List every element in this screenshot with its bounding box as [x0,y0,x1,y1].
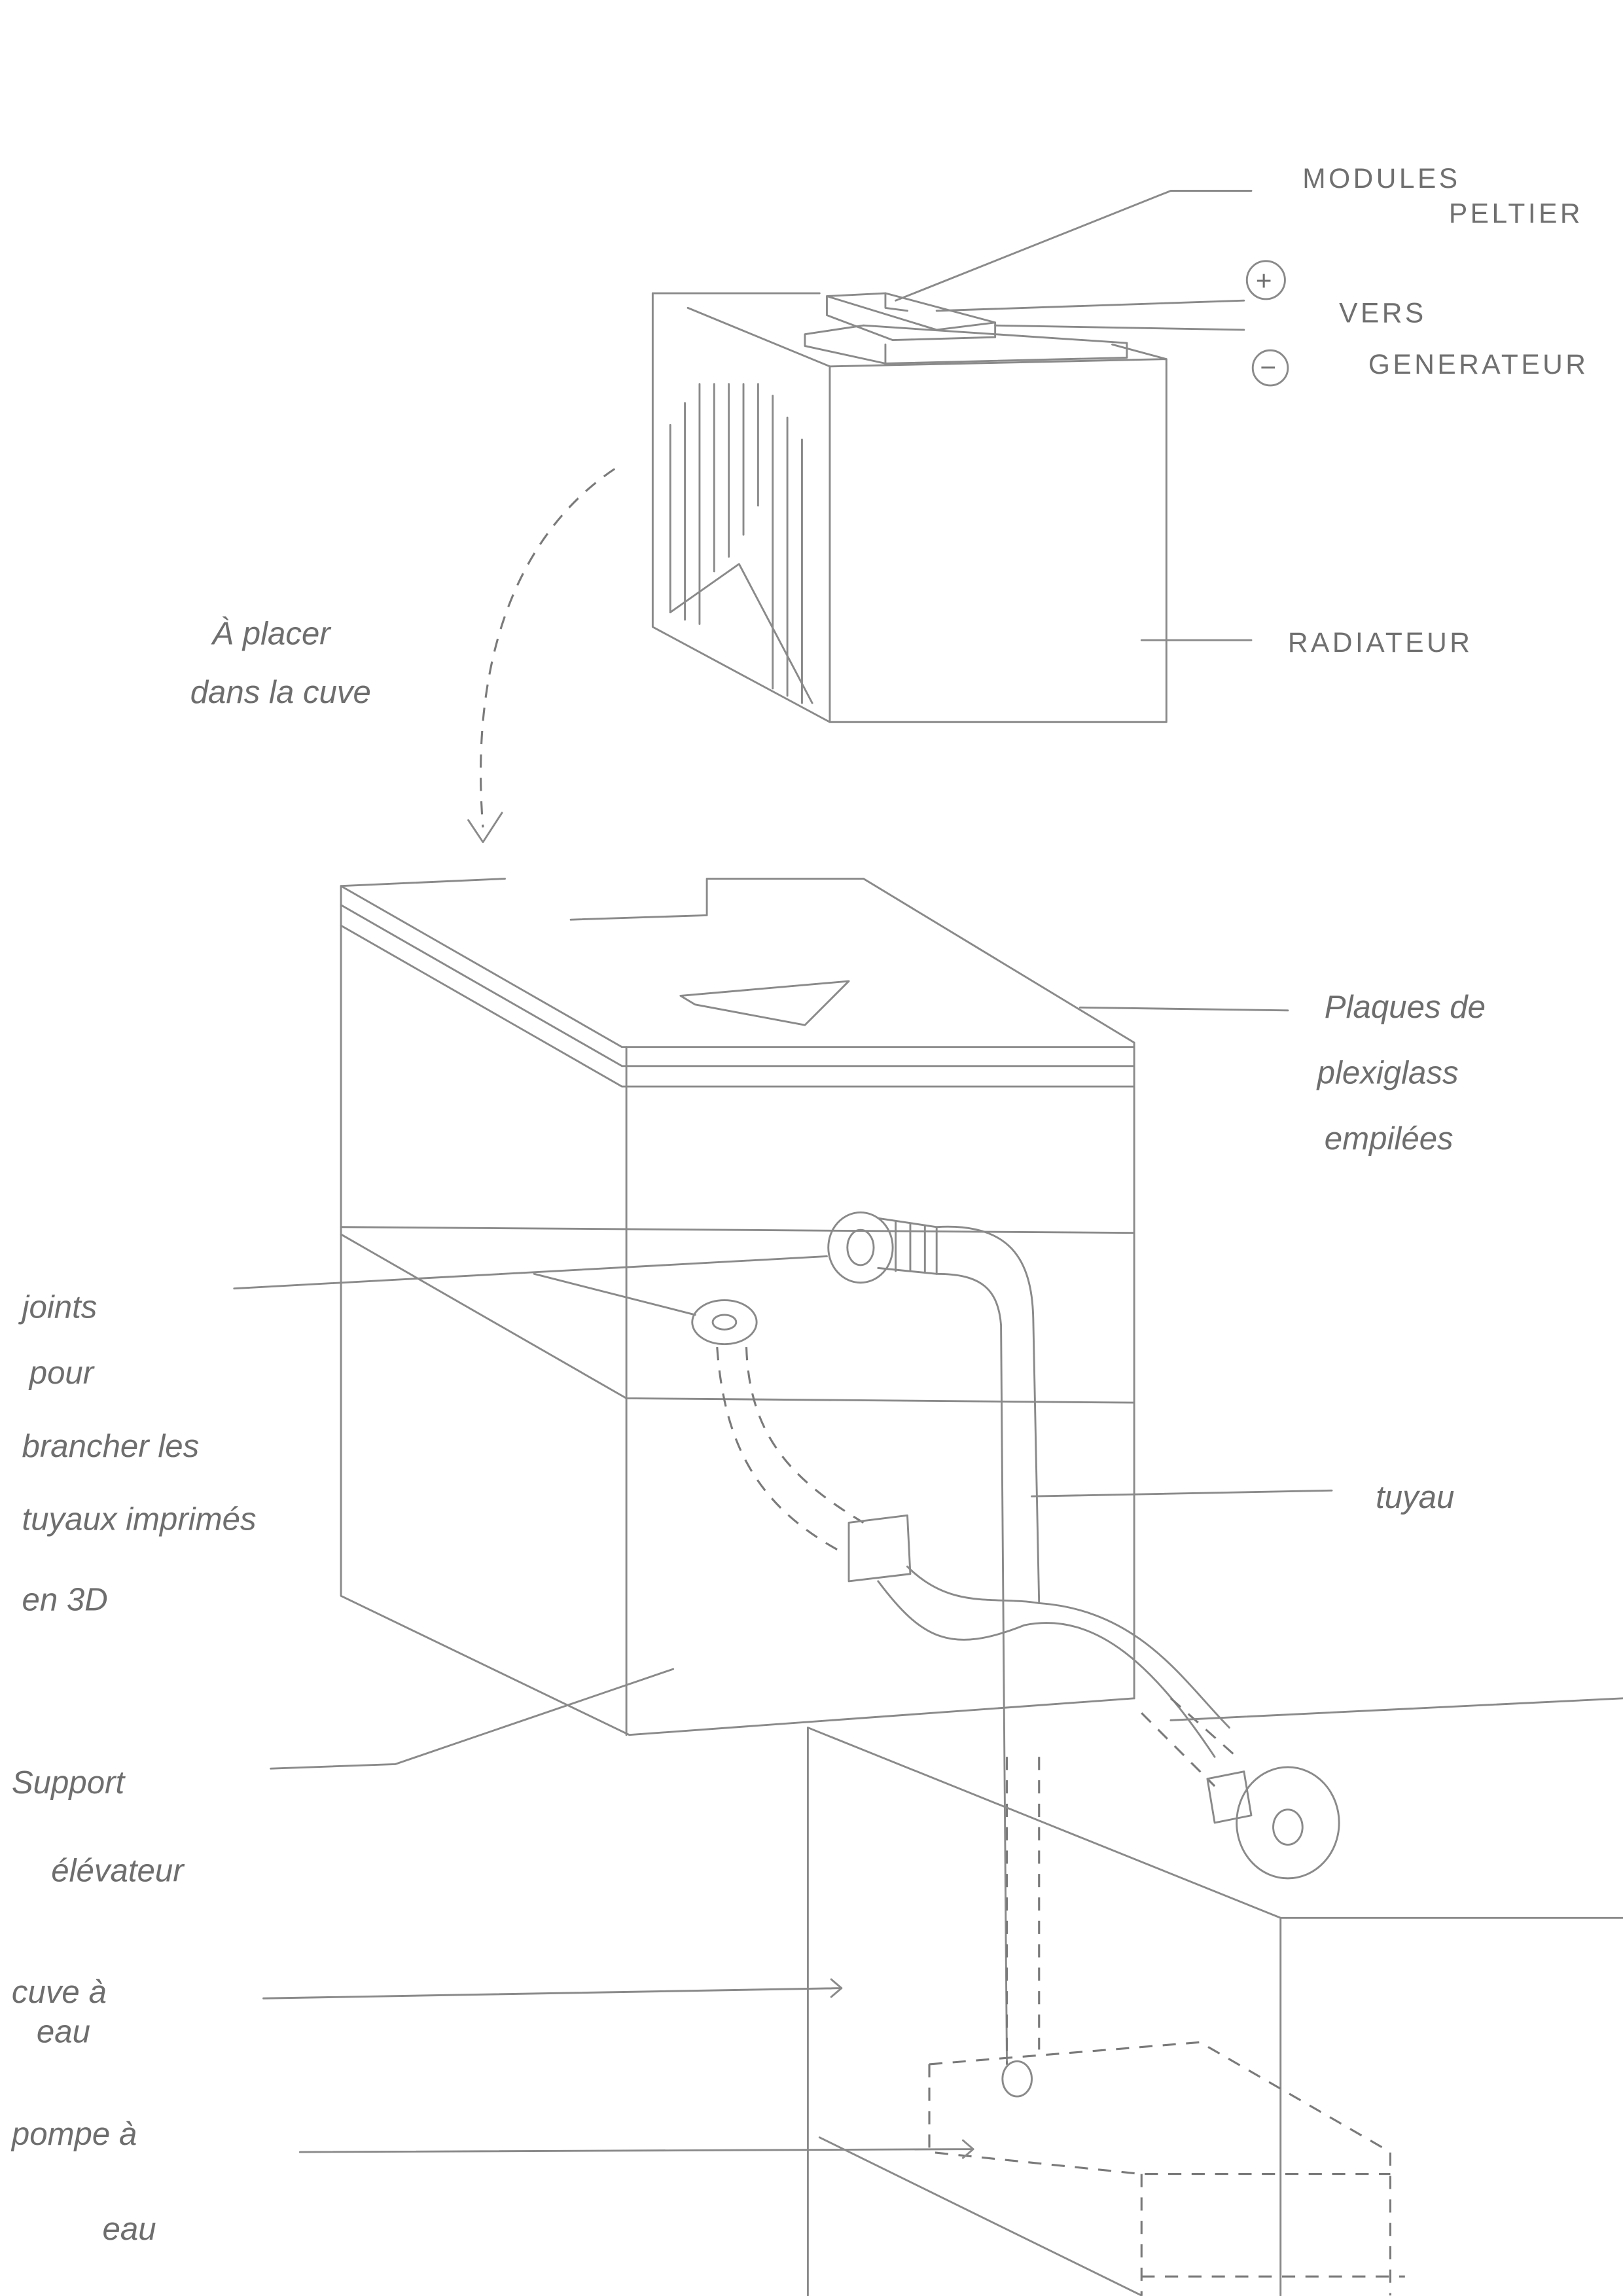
label-empilees: empilées [1325,1121,1454,1157]
radiator [651,292,1168,723]
label-dans-cuve: dans la cuve [190,674,371,710]
leader-support [270,1668,675,1770]
leader-pompe [298,2139,974,2159]
water-tank [806,1697,1623,2296]
label-pompe: pompe à [10,2116,137,2152]
plus-sign: + [1256,266,1275,297]
label-brancher: brancher les [22,1428,200,1464]
label-joints: joints [18,1289,98,1325]
label-vers: VERS [1339,298,1427,329]
leader-plaques [1079,1006,1289,1012]
pipe-2 [691,1299,1340,1880]
label-cuve: cuve à [12,1974,107,2010]
label-placer: À placer [211,616,332,652]
label-pour: pour [28,1355,96,1391]
label-tuyau: tuyau [1376,1479,1454,1515]
label-generateur: GENERATEUR [1368,350,1589,380]
label-plaques: Plaques de [1325,989,1486,1025]
plexiglass-box [340,878,1135,1736]
label-radiateur: RADIATEUR [1288,628,1472,658]
label-elevateur: élévateur [51,1852,185,1888]
placement-arrow [480,468,616,828]
arrow-head [467,812,503,844]
leader-modules [895,190,1253,302]
label-support: Support [12,1765,126,1801]
label-eau-pompe: eau [103,2211,156,2247]
label-peltier: PELTIER [1449,199,1583,230]
minus-sign: − [1260,352,1279,383]
peltier-modules [804,260,1289,387]
leader-joints [233,1255,828,1316]
leader-cuve [262,1978,843,2000]
leader-tuyau [1031,1489,1333,1498]
pipe [827,1211,1041,2098]
label-plexiglass: plexiglass [1316,1055,1459,1091]
label-eau-cuve: eau [37,2013,90,2049]
water-pump [928,2041,1405,2296]
label-tuyaux: tuyaux imprimés [22,1501,257,1537]
label-en-3d: en 3D [22,1582,108,1618]
label-modules: MODULES [1302,164,1460,194]
